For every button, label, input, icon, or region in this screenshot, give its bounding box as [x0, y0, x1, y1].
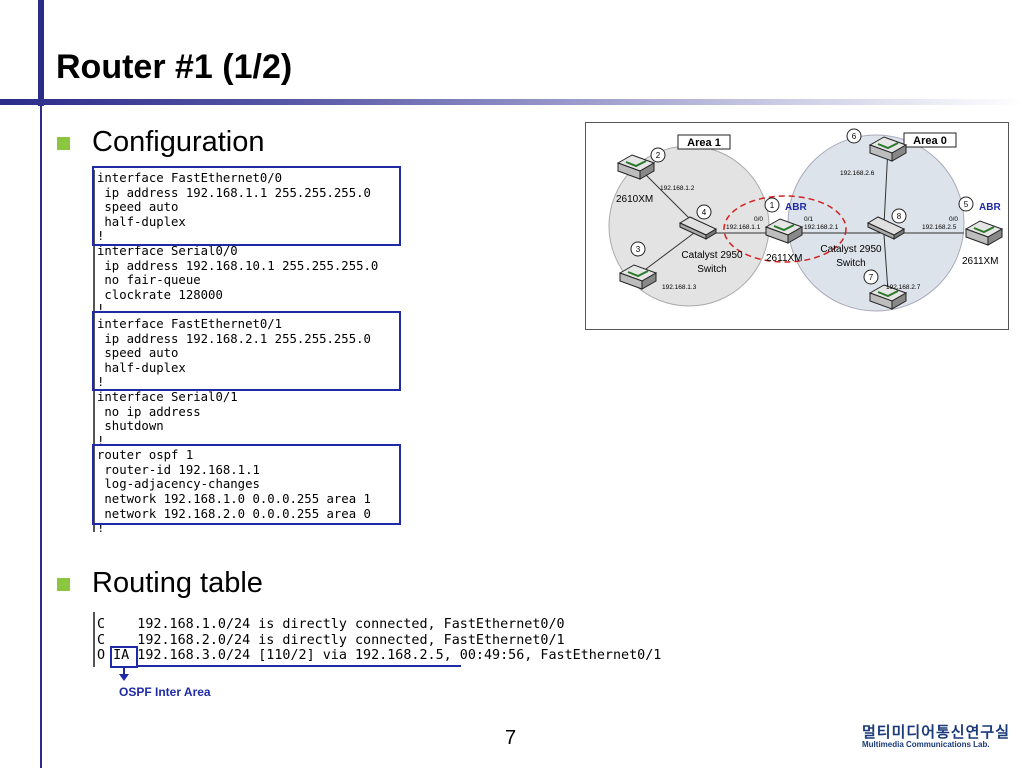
ip-router-3: 192.168.1.3: [662, 284, 697, 291]
title-underline-bar: [0, 99, 1024, 105]
config-line: ip address 192.168.2.1 255.255.255.0: [104, 331, 371, 346]
lab-logo-korean: 멀티미디어통신연구실: [862, 724, 1011, 741]
bullet-icon: [57, 578, 70, 591]
switch-4-name: Catalyst 2950: [681, 250, 743, 261]
node-7-label: 7: [869, 273, 874, 282]
abr-label-r1: ABR: [785, 202, 807, 213]
area0-label: Area 0: [913, 135, 947, 147]
router-1-if0: 0/0: [754, 216, 763, 223]
routing-table-bar: [93, 612, 95, 667]
arrow-line: [123, 666, 125, 676]
config-line: log-adjacency-changes: [104, 477, 260, 492]
config-line: interface Serial0/0: [97, 243, 238, 258]
area1-label: Area 1: [687, 137, 721, 149]
router-1-if1: 0/1: [804, 216, 813, 223]
routing-table-block: C 192.168.1.0/24 is directly connected, …: [97, 617, 661, 664]
config-line: shutdown: [104, 419, 164, 434]
highlight-router-ospf: [92, 444, 401, 525]
config-code-block: interface FastEthernet0/0 ip address 192…: [97, 171, 378, 536]
topology-svg: Area 1 Area 0 2 3 4 1 5 6 7 8 ABR AB: [608, 128, 1003, 312]
highlight-fastethernet0-1: [92, 311, 401, 391]
config-line: half-duplex: [104, 360, 186, 375]
route-entry: C 192.168.2.0/24 is directly connected, …: [97, 632, 565, 648]
config-line: router ospf 1: [97, 448, 194, 463]
arrow-down-icon: [119, 674, 129, 681]
route-entry: O IA 192.168.3.0/24 [110/2] via 192.168.…: [97, 648, 662, 663]
config-line: network 192.168.2.0 0.0.0.255 area 0: [104, 506, 371, 521]
router-5-ip: 192.168.2.5: [922, 224, 957, 231]
lab-logo-english: Multimedia Communications Lab.: [862, 740, 990, 749]
ip-router-6: 192.168.2.6: [840, 170, 875, 177]
ia-route-underline: [136, 665, 461, 667]
config-line: !: [97, 229, 105, 244]
network-diagram: Area 1 Area 0 2 3 4 1 5 6 7 8 ABR AB: [585, 122, 1009, 330]
ia-highlight-box: [110, 646, 138, 668]
node-8-label: 8: [897, 212, 902, 221]
router-5-model: 2611XM: [962, 256, 999, 267]
router-1-model: 2611XM: [766, 253, 803, 264]
router-5-if: 0/0: [949, 216, 958, 223]
config-panel: [93, 170, 405, 532]
area0-label-box: [903, 132, 957, 148]
node-1-label: 1: [770, 201, 775, 210]
link-r6-sw8: [883, 146, 889, 226]
router-2-model: 2610XM: [616, 194, 653, 205]
config-line: half-duplex: [104, 214, 186, 229]
router-1-ip0: 192.168.1.1: [726, 224, 761, 231]
switch-8-sub: Switch: [836, 258, 865, 269]
node-6-label: 6: [852, 132, 857, 141]
abr-label-r5: ABR: [979, 202, 1001, 213]
slide-title: Router #1 (1/2): [56, 48, 293, 86]
ip-router-2: 192.168.1.2: [660, 185, 695, 192]
config-line: ip address 192.168.10.1 255.255.255.0: [104, 258, 379, 273]
page-number: 7: [505, 727, 517, 749]
node-4-label: 4: [702, 208, 707, 217]
bullet-configuration: Configuration: [92, 126, 265, 158]
config-line: router-id 192.168.1.1: [104, 462, 260, 477]
config-line: no ip address: [104, 404, 201, 419]
left-margin-line: [40, 100, 42, 768]
config-line: speed auto: [104, 200, 179, 215]
config-line: !: [97, 433, 105, 448]
bullet-routing-table: Routing table: [92, 567, 263, 599]
switch-8-name: Catalyst 2950: [820, 244, 882, 255]
config-line: interface Serial0/1: [97, 389, 238, 404]
route-entry: C 192.168.1.0/24 is directly connected, …: [97, 617, 565, 632]
title-accent-bar: [38, 0, 44, 106]
config-line: clockrate 128000: [104, 287, 223, 302]
router-5-icon: [965, 220, 1003, 246]
link-r7-sw8: [883, 234, 889, 292]
bullet-icon: [57, 137, 70, 150]
config-line: speed auto: [104, 346, 179, 361]
config-line: interface FastEthernet0/0: [97, 171, 283, 185]
config-line: interface FastEthernet0/1: [97, 316, 283, 331]
config-line: no fair-queue: [104, 273, 201, 288]
ip-router-7: 192.168.2.7: [886, 284, 921, 291]
node-5-label: 5: [964, 200, 969, 209]
config-line: !: [97, 521, 105, 536]
highlight-fastethernet0-0: [92, 166, 401, 246]
config-line: network 192.168.1.0 0.0.0.255 area 1: [104, 492, 371, 507]
ospf-inter-area-label: OSPF Inter Area: [119, 685, 211, 699]
router-1-ip1: 192.168.2.1: [804, 224, 839, 231]
node-2-label: 2: [656, 151, 661, 160]
area1-label-box: [677, 134, 731, 150]
abr-dashed-ellipse: [723, 195, 847, 263]
config-line: !: [97, 375, 105, 390]
node-3-label: 3: [636, 245, 641, 254]
link-r3-sw4: [637, 232, 695, 276]
switch-4-sub: Switch: [697, 264, 726, 275]
config-line: ip address 192.168.1.1 255.255.255.0: [104, 185, 371, 200]
config-line: !: [97, 302, 105, 317]
